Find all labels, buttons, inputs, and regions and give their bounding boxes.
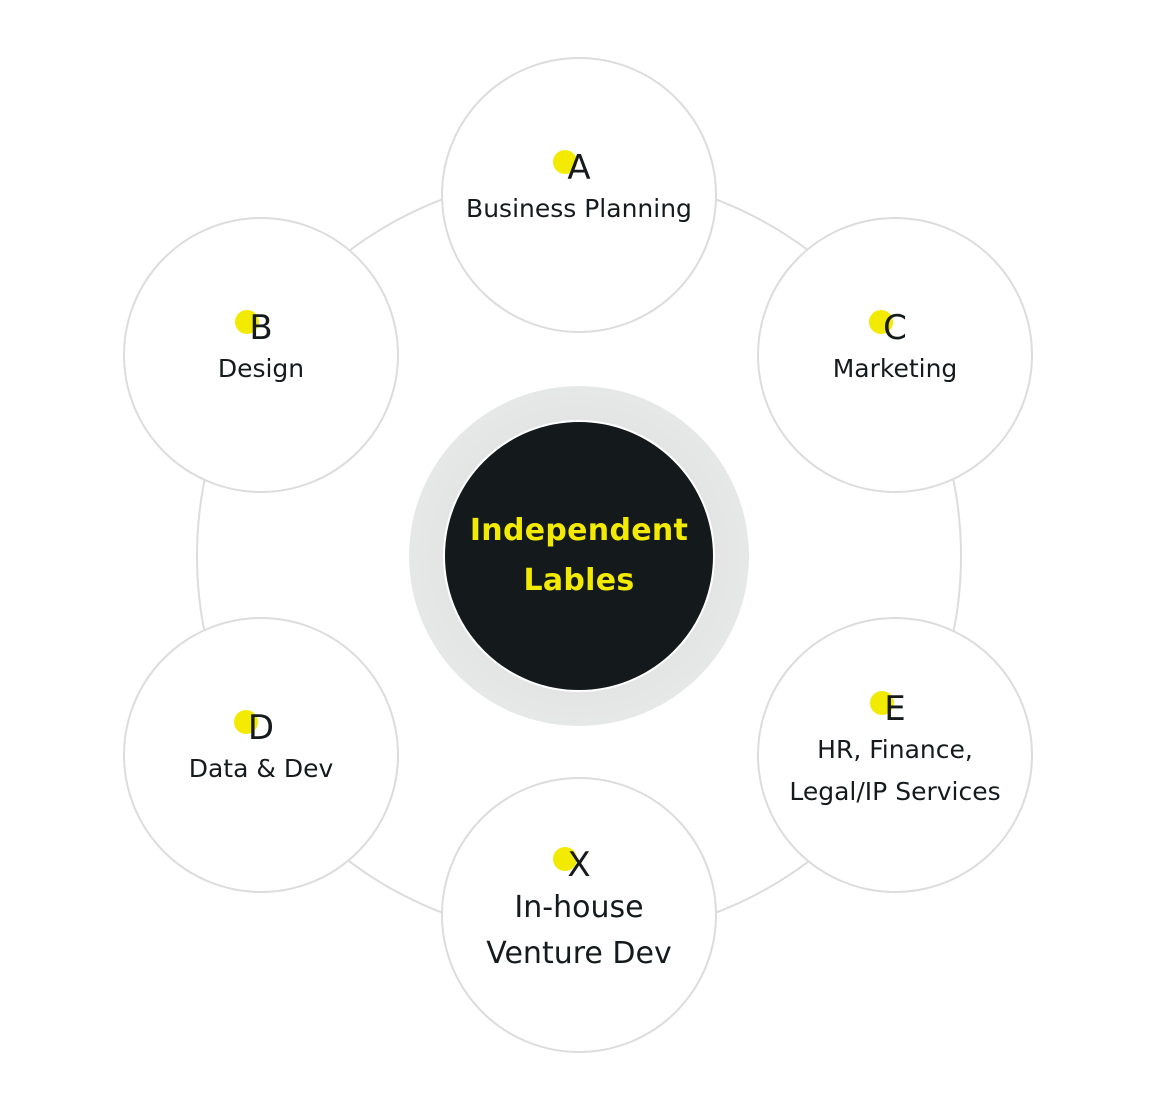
yellow-dot-icon bbox=[553, 847, 578, 871]
node-label: Design bbox=[217, 354, 305, 383]
node-letter: E bbox=[884, 689, 906, 729]
node-label: HR, Finance, Legal/IP Services bbox=[789, 735, 1001, 806]
center-hub: Independent Lables bbox=[443, 420, 715, 692]
node-letter: B bbox=[249, 308, 273, 348]
node-label: Marketing bbox=[832, 354, 958, 383]
node-letter: X bbox=[567, 845, 591, 885]
node-letter: A bbox=[567, 148, 591, 188]
node-label: In-house Venture Dev bbox=[486, 890, 672, 971]
node-e-hr-finance-legal: E HR, Finance, Legal/IP Services bbox=[757, 617, 1033, 893]
center-title: Independent Lables bbox=[469, 513, 689, 598]
yellow-dot-icon bbox=[233, 710, 258, 734]
node-label: Business Planning bbox=[466, 194, 692, 223]
yellow-dot-icon bbox=[870, 691, 895, 715]
node-b-design: B Design bbox=[123, 217, 399, 493]
node-c-marketing: C Marketing bbox=[757, 217, 1033, 493]
node-label: Data & Dev bbox=[188, 754, 334, 783]
node-letter: D bbox=[247, 708, 275, 748]
node-x-in-house-venture-dev: X In-house Venture Dev bbox=[441, 777, 717, 1053]
node-a-business-planning: A Business Planning bbox=[441, 57, 717, 333]
yellow-dot-icon bbox=[553, 150, 578, 174]
node-letter: C bbox=[883, 308, 907, 348]
yellow-dot-icon bbox=[869, 310, 894, 334]
yellow-dot-icon bbox=[235, 310, 260, 334]
node-d-data-dev: D Data & Dev bbox=[123, 617, 399, 893]
